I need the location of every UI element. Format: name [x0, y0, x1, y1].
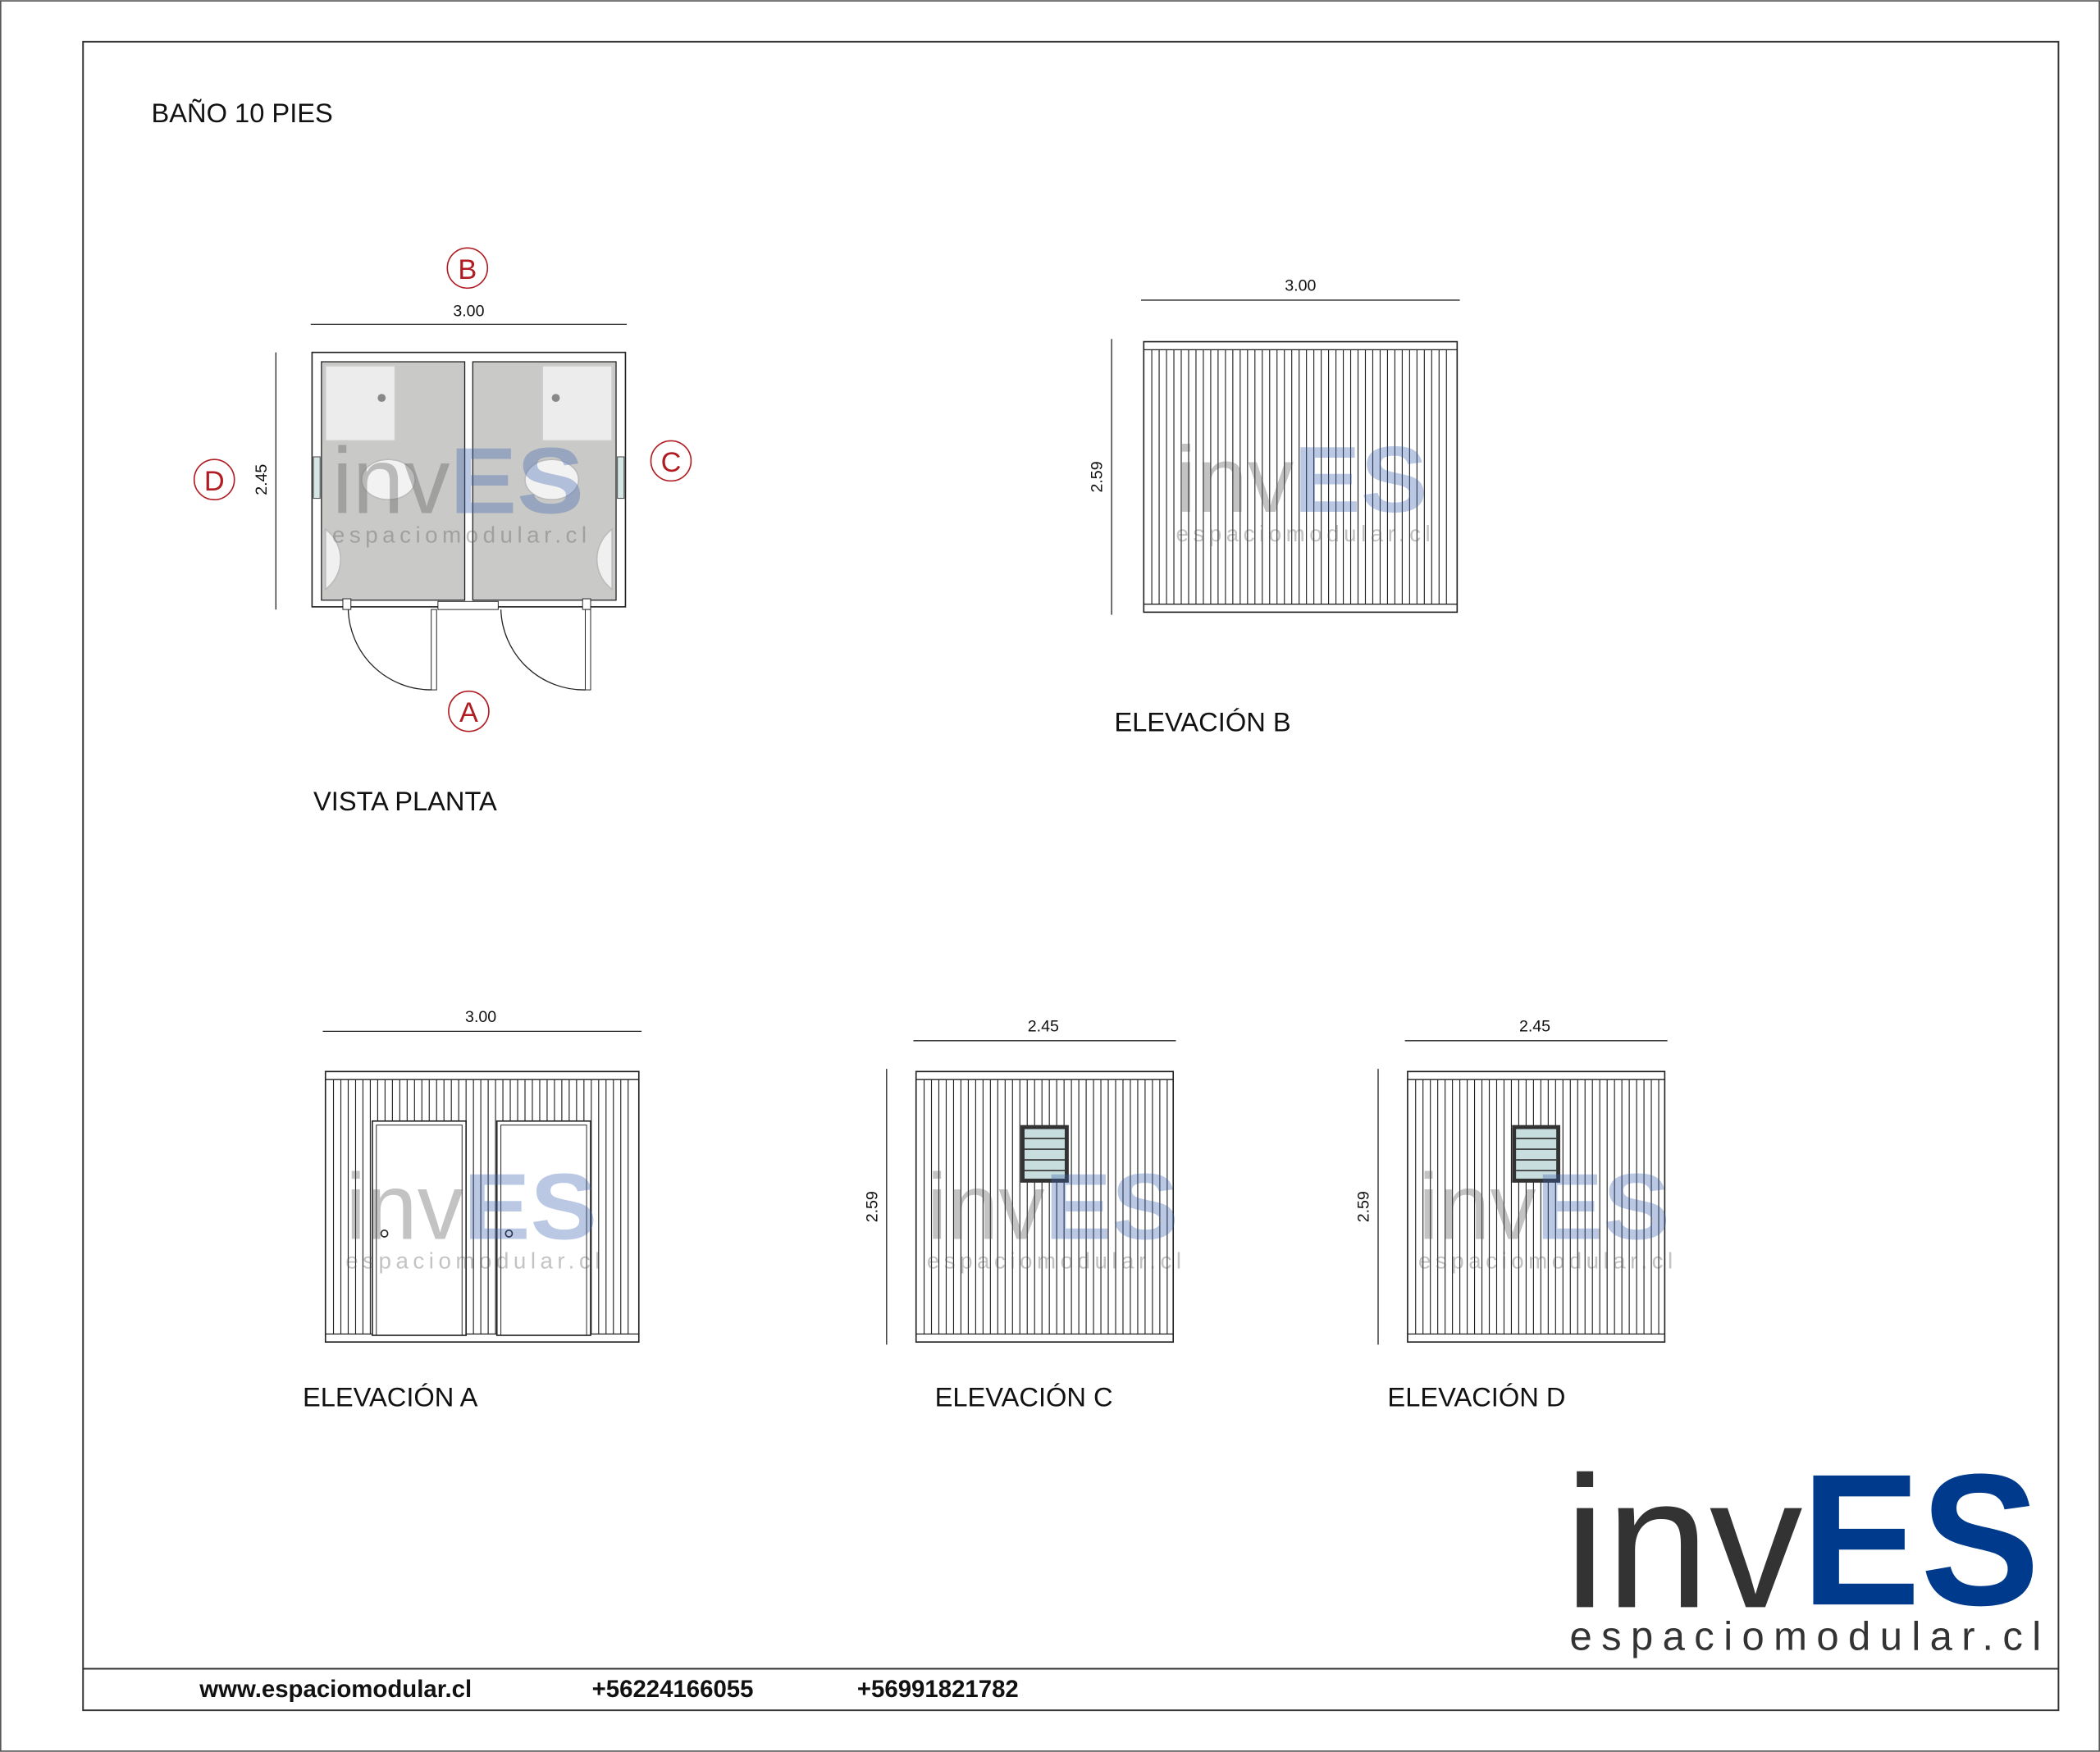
sink — [324, 527, 342, 591]
svg-text:A: A — [459, 697, 478, 728]
svg-text:espaciomodular.cl: espaciomodular.cl — [927, 1248, 1181, 1273]
elevation-a-label: ELEVACIÓN A — [303, 1382, 478, 1412]
svg-text:espaciomodular.cl: espaciomodular.cl — [332, 522, 587, 547]
plan-label: VISTA PLANTA — [313, 786, 497, 816]
toilet — [361, 459, 416, 501]
svg-text:ES: ES — [463, 1155, 597, 1259]
svg-text:espaciomodular.cl: espaciomodular.cl — [1176, 521, 1430, 546]
door-swing — [347, 609, 431, 691]
inves-logo: inv ES espaciomodular.cl — [1564, 1435, 2041, 1659]
elevation-c-height-dim: 2.59 — [863, 1191, 881, 1222]
plan-depth-dim: 2.45 — [253, 464, 271, 495]
svg-text:ES: ES — [1536, 1155, 1670, 1259]
footer-website[interactable]: www.espaciomodular.cl — [199, 1676, 472, 1703]
door-leaf — [431, 609, 437, 691]
svg-text:espaciomodular.cl: espaciomodular.cl — [1418, 1248, 1673, 1273]
footer-phone-1: +56224166055 — [592, 1676, 754, 1703]
svg-text:inv: inv — [1176, 428, 1294, 532]
shower-tray — [324, 365, 396, 442]
svg-text:inv: inv — [1418, 1155, 1536, 1259]
elevation-a-width-dim: 3.00 — [465, 1008, 496, 1026]
window — [617, 456, 625, 500]
svg-text:B: B — [458, 254, 477, 285]
elevation-b-height-dim: 2.59 — [1089, 461, 1107, 492]
door-handle — [504, 1230, 514, 1238]
elevation-d-height-dim: 2.59 — [1355, 1191, 1373, 1222]
sheet-frame — [82, 40, 2060, 1712]
marker-a: A — [448, 690, 490, 732]
elevation-b-width-dim: 3.00 — [1285, 277, 1316, 295]
elevation-b-label: ELEVACIÓN B — [1114, 707, 1290, 737]
elevation-c-label: ELEVACIÓN C — [935, 1382, 1113, 1412]
svg-text:C: C — [661, 447, 682, 478]
door-leaf — [584, 609, 591, 691]
svg-text:ES: ES — [1294, 428, 1427, 532]
svg-text:inv: inv — [1564, 1438, 1803, 1647]
svg-text:ES: ES — [1044, 1155, 1178, 1259]
elevation-d-width-dim: 2.45 — [1519, 1017, 1550, 1035]
sheet-title: BAÑO 10 PIES — [151, 98, 332, 128]
elevation-c-width-dim: 2.45 — [1028, 1017, 1059, 1035]
plan-width-dim: 3.00 — [453, 303, 484, 321]
marker-d: D — [193, 459, 235, 501]
elevation-d-label: ELEVACIÓN D — [1387, 1382, 1565, 1412]
marker-b: B — [446, 247, 489, 290]
window — [313, 456, 321, 500]
svg-text:inv: inv — [332, 430, 450, 534]
svg-text:D: D — [204, 466, 225, 497]
door-handle — [380, 1230, 389, 1238]
svg-text:espaciomodular.cl: espaciomodular.cl — [345, 1248, 600, 1273]
toilet — [524, 459, 580, 501]
svg-text:espaciomodular.cl: espaciomodular.cl — [1569, 1615, 2041, 1659]
svg-text:inv: inv — [345, 1155, 463, 1259]
door — [372, 1120, 467, 1336]
footer-phone-2: +56991821782 — [857, 1676, 1019, 1703]
marker-c: C — [650, 440, 692, 482]
svg-text:ES: ES — [1801, 1435, 2040, 1645]
svg-text:inv: inv — [927, 1155, 1045, 1259]
door-swing — [500, 609, 586, 691]
svg-text:ES: ES — [450, 430, 584, 534]
shower-tray — [541, 365, 613, 442]
sink — [596, 527, 613, 591]
